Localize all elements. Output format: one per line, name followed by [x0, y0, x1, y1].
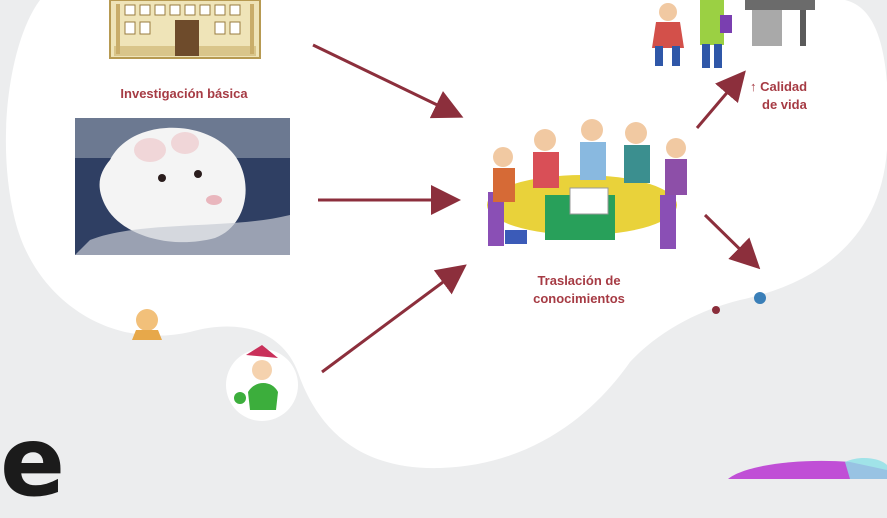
cloud-blob — [5, 0, 887, 469]
label-quality-of-life: ↑ Calidad de vida — [750, 78, 860, 114]
diagram-canvas — [5, 0, 887, 479]
people-working-icon — [652, 0, 815, 68]
label-quality-line1: ↑ Calidad — [750, 79, 808, 94]
label-translation-line2: conocimientos — [533, 291, 625, 306]
label-quality-line2: de vida — [762, 97, 807, 112]
team-meeting-icon — [487, 119, 687, 249]
label-knowledge-translation: Traslación de conocimientos — [494, 272, 664, 308]
label-basic-research: Investigación básica — [120, 86, 248, 101]
person-figure-partial-icon — [712, 292, 766, 314]
arrow-clown-to-meeting — [321, 264, 467, 374]
lab-rat-photo — [75, 118, 290, 255]
building-icon — [109, 0, 261, 59]
arrow-meeting-to-bottom — [703, 213, 761, 270]
purple-decor-shape — [728, 458, 887, 479]
arrow-building-to-meeting — [312, 43, 464, 119]
label-translation-line1: Traslación de — [537, 273, 621, 288]
arrows — [312, 43, 761, 374]
arrow-meeting-to-quality — [695, 70, 746, 129]
partial-heading-letter: e — [0, 406, 66, 518]
person-figure-partial-icon — [132, 309, 162, 340]
clown-figure-icon — [226, 345, 298, 421]
